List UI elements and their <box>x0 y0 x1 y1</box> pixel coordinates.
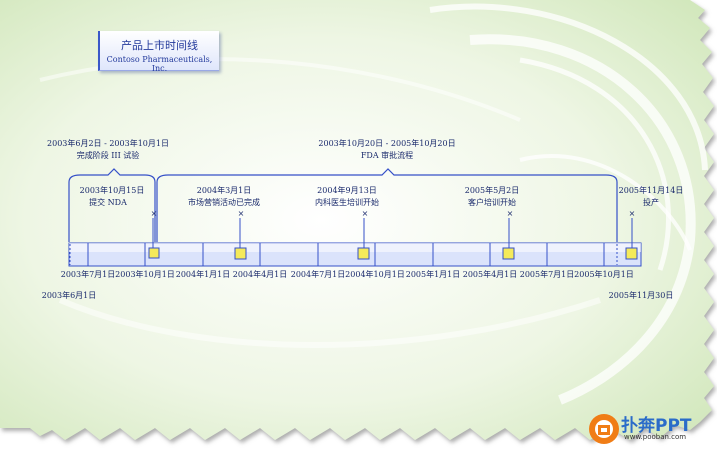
phase-range-label: 2003年10月20日 - 2005年10月20日 <box>318 139 456 148</box>
timeline-end-label: 2005年11月30日 <box>608 291 674 300</box>
milestone-name: 内科医生培训开始 <box>315 198 379 207</box>
phase-range-label: 2003年6月2日 - 2003年10月1日 <box>47 139 169 148</box>
tick-label: 2005年10月1日 <box>574 270 634 279</box>
tick-label: 2004年7月1日 <box>290 270 346 279</box>
milestone-marker <box>148 247 160 259</box>
milestone-date: 2003年10月15日 <box>79 186 145 195</box>
tick-separators <box>87 243 605 266</box>
milestone-name: 市场营销活动已完成 <box>188 198 260 207</box>
page-title: 产品上市时间线 <box>121 39 198 52</box>
milestone-name: 投产 <box>643 198 659 207</box>
phase-name-label: FDA 审批流程 <box>360 151 414 160</box>
milestone-marker <box>625 247 638 260</box>
x-mark: × <box>151 209 158 218</box>
torn-paper-background <box>0 0 714 440</box>
x-mark: × <box>362 209 369 218</box>
tick-label: 2005年4月1日 <box>462 270 518 279</box>
milestone-name: 客户培训开始 <box>468 198 516 207</box>
phase-name-label: 完成阶段 III 试验 <box>76 151 140 160</box>
tick-label: 2004年1月1日 <box>175 270 231 279</box>
milestone-date: 2005年5月2日 <box>464 186 520 195</box>
milestone-marker <box>357 247 370 260</box>
tick-label: 2003年10月1日 <box>115 270 175 279</box>
milestone-marker <box>234 247 247 260</box>
x-mark: × <box>629 209 636 218</box>
milestone-date: 2005年11月14日 <box>618 186 684 195</box>
x-mark: × <box>238 209 245 218</box>
brand-logo: 扑奔PPT www.pooban.com <box>588 409 716 449</box>
company-name: Contoso Pharmaceuticals, Inc. <box>106 55 213 73</box>
decorative-swirls <box>39 3 708 405</box>
milestone-date: 2004年3月1日 <box>196 186 252 195</box>
timeline-bar-highlight <box>69 243 641 252</box>
tick-label: 2004年4月1日 <box>232 270 288 279</box>
milestone-date: 2004年9月13日 <box>317 186 377 195</box>
x-mark: × <box>507 209 514 218</box>
range-end-dashes <box>69 244 618 265</box>
tick-label: 2005年7月1日 <box>519 270 575 279</box>
milestone-marker <box>502 247 515 260</box>
tick-label: 2005年1月1日 <box>405 270 461 279</box>
milestone-name: 提交 NDA <box>89 198 127 207</box>
milestone-x-marks: × × × × × <box>151 209 636 218</box>
milestone-markers <box>148 218 638 260</box>
phase-bracket-fda <box>156 168 618 242</box>
title-box: 产品上市时间线 Contoso Pharmaceuticals, Inc. <box>98 31 219 73</box>
logo-text: 扑奔PPT <box>621 416 692 436</box>
logo-mark-icon <box>589 414 619 444</box>
tick-label: 2004年10月1日 <box>345 270 405 279</box>
logo-url: www.pooban.com <box>624 433 687 441</box>
tick-label: 2003年7月1日 <box>60 270 116 279</box>
timeline-start-label: 2003年6月1日 <box>41 291 97 300</box>
phase-bracket-phase3 <box>68 168 156 242</box>
